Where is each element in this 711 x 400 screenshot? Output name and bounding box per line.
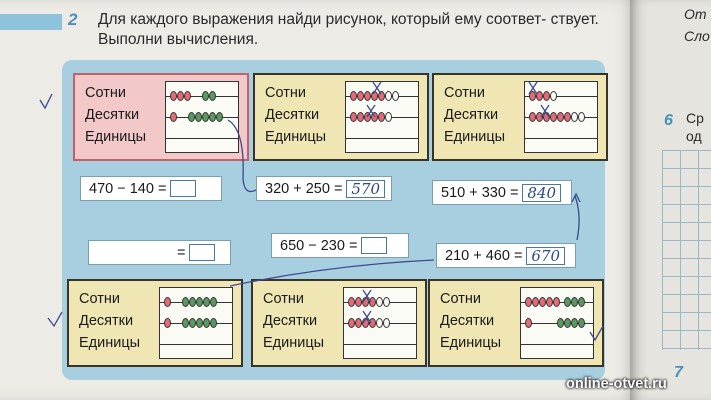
expression-text: 650 − 230 = — [280, 237, 358, 254]
next-task-number-7: 7 — [674, 364, 683, 381]
tens-label: Десятки — [85, 107, 140, 123]
abacus-card-2: Сотни Десятки Единицы — [253, 73, 429, 161]
arrow-head — [571, 192, 581, 203]
right-page-text-2: Сло — [684, 28, 710, 44]
cross-mark — [372, 81, 382, 95]
units-label: Единицы — [265, 129, 327, 145]
check-mark — [589, 325, 604, 342]
answer-box[interactable] — [189, 244, 216, 261]
hundreds-label: Сотни — [79, 291, 120, 307]
tens-label: Десятки — [440, 313, 495, 329]
units-label: Единицы — [79, 335, 141, 351]
handwritten-answer[interactable]: 670 — [526, 246, 566, 265]
task-instruction: Для каждого выражения найди рисунок, кот… — [98, 11, 599, 48]
units-label: Единицы — [440, 335, 502, 351]
units-label: Единицы — [444, 129, 506, 145]
cross-mark — [528, 81, 538, 95]
handwritten-answer[interactable]: 570 — [346, 179, 386, 198]
check-mark — [39, 93, 53, 110]
grid-paper — [662, 150, 711, 350]
watermark: online-otvet.ru — [566, 376, 667, 392]
right-page-text-1: От — [684, 6, 707, 22]
task-bar — [0, 14, 62, 30]
abacus — [345, 81, 419, 153]
abacus — [343, 287, 417, 359]
handwritten-answer[interactable]: 840 — [522, 183, 562, 202]
next-task-number: 6 — [664, 112, 673, 129]
hundreds-label: Сотни — [444, 85, 485, 101]
expression-text: = — [177, 244, 186, 261]
expression-1: 470 − 140 = — [80, 176, 222, 201]
units-label: Единицы — [85, 129, 147, 145]
abacus-card-3: Сотни Десятки Единицы — [432, 73, 608, 161]
hundreds-label: Сотни — [265, 85, 306, 101]
check-mark — [47, 311, 63, 328]
abacus-card-5: Сотни Десятки Единицы — [251, 279, 427, 367]
connector-line — [229, 259, 435, 287]
hundreds-label: Сотни — [440, 291, 481, 307]
abacus — [520, 287, 594, 359]
answer-box[interactable] — [361, 237, 388, 254]
expression-4: = — [88, 240, 231, 265]
expression-5: 650 − 230 = — [271, 233, 409, 258]
cross-mark — [362, 310, 372, 324]
cross-mark — [540, 104, 550, 118]
cross-mark — [362, 289, 372, 303]
hundreds-label: Сотни — [85, 85, 126, 101]
expression-2: 320 + 250 = 570 — [256, 176, 392, 201]
connector-line — [574, 195, 580, 241]
next-task-text-2: од — [686, 128, 702, 144]
tens-label: Десятки — [263, 313, 318, 329]
task-number: 2 — [68, 10, 78, 29]
units-label: Единицы — [263, 335, 325, 351]
abacus — [165, 81, 239, 153]
connector-line — [227, 119, 257, 193]
expression-text: 210 + 460 = — [445, 247, 523, 264]
expression-3: 510 + 330 = 840 — [432, 180, 572, 205]
answer-box[interactable] — [170, 180, 197, 197]
expression-6: 210 + 460 = 670 — [436, 243, 576, 268]
cross-mark — [366, 104, 376, 118]
expression-text: 320 + 250 = — [265, 180, 343, 197]
expression-text: 470 − 140 = — [89, 180, 167, 197]
tens-label: Десятки — [444, 107, 499, 123]
abacus-card-1: Сотни Десятки Единицы — [73, 73, 249, 161]
abacus-card-4: Сотни Десятки Единицы — [67, 279, 243, 367]
next-task-text-1: Ср — [686, 110, 704, 126]
abacus — [159, 287, 233, 359]
abacus-card-6: Сотни Десятки Единицы — [428, 279, 604, 367]
hundreds-label: Сотни — [263, 291, 304, 307]
expression-text: 510 + 330 = — [441, 184, 519, 201]
tens-label: Десятки — [79, 313, 134, 329]
tens-label: Десятки — [265, 107, 320, 123]
